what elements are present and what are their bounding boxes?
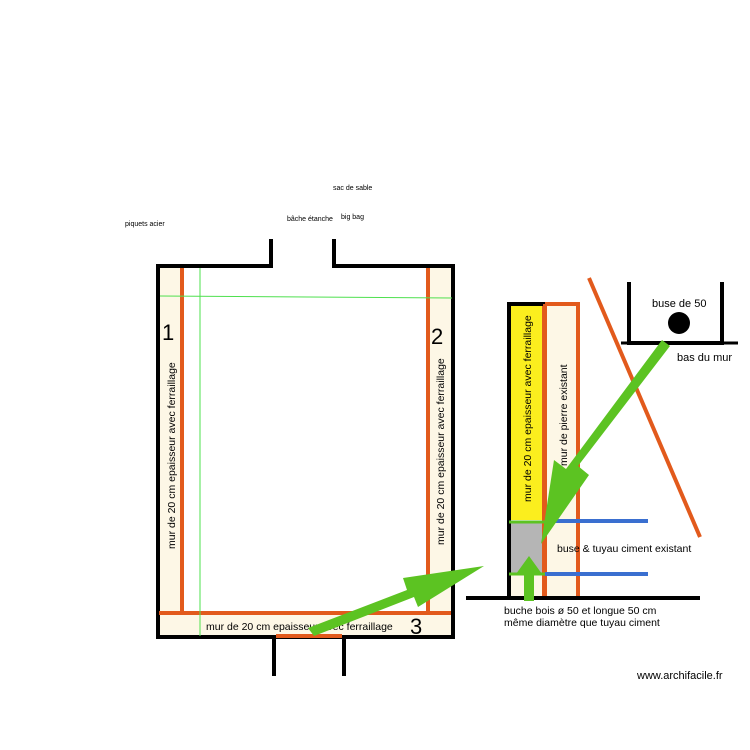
- buse-circle-icon: [668, 312, 690, 334]
- arrow-down-left-icon: [541, 340, 670, 544]
- plan-view: 1 2 3 mur de 20 cm epaisseur avec ferrai…: [156, 239, 484, 676]
- wall-number-3: 3: [410, 614, 422, 639]
- arrow-to-section-icon: [308, 566, 484, 636]
- wall-right-label: mur de 20 cm epaisseur avec ferraillage: [435, 358, 447, 545]
- new-wall-label: mur de 20 cm epaisseur avec ferraillage: [522, 315, 534, 502]
- buche-label-line1: buche bois ø 50 et longue 50 cm: [504, 605, 657, 617]
- wall-right-fill: [428, 266, 451, 613]
- wall-bottom-fill: [159, 613, 451, 636]
- arrow-up-icon: [516, 556, 542, 601]
- wall-left-label: mur de 20 cm epaisseur avec ferraillage: [166, 362, 178, 549]
- buse-50-label: buse de 50: [652, 298, 706, 310]
- new-wall-fill: [509, 304, 543, 520]
- wall-left-fill: [159, 266, 182, 613]
- section-view: mur de 20 cm epaisseur avec ferraillage …: [466, 277, 702, 600]
- stone-wall-fill: [545, 304, 578, 597]
- watermark: www.archifacile.fr: [636, 670, 723, 682]
- label-big-bag: big bag: [341, 214, 364, 221]
- guide-line-horizontal: [159, 295, 453, 299]
- label-sac-de-sable: sac de sable: [333, 185, 372, 192]
- section-outline: [507, 302, 545, 598]
- buche-label-line2: même diamètre que tuyau ciment: [504, 617, 660, 629]
- buse-detail: buse de 50 bas du mur: [621, 282, 738, 364]
- rebar-section-outline: [543, 302, 580, 598]
- buse-tuyau-label: buse & tuyau ciment existant: [557, 543, 691, 555]
- wall-number-1: 1: [162, 320, 174, 345]
- bas-du-mur-label: bas du mur: [677, 352, 732, 364]
- label-piquets-acier: piquets acier: [125, 221, 165, 228]
- slope-line: [587, 277, 702, 538]
- wall-number-2: 2: [431, 324, 443, 349]
- label-bache-etanche: bâche étanche: [287, 216, 333, 223]
- buse-frame: [627, 282, 724, 345]
- wall-bottom-label: mur de 20 cm epaisseur avec ferraillage: [206, 621, 393, 633]
- stone-wall-label: mur de pierre existant: [558, 364, 570, 466]
